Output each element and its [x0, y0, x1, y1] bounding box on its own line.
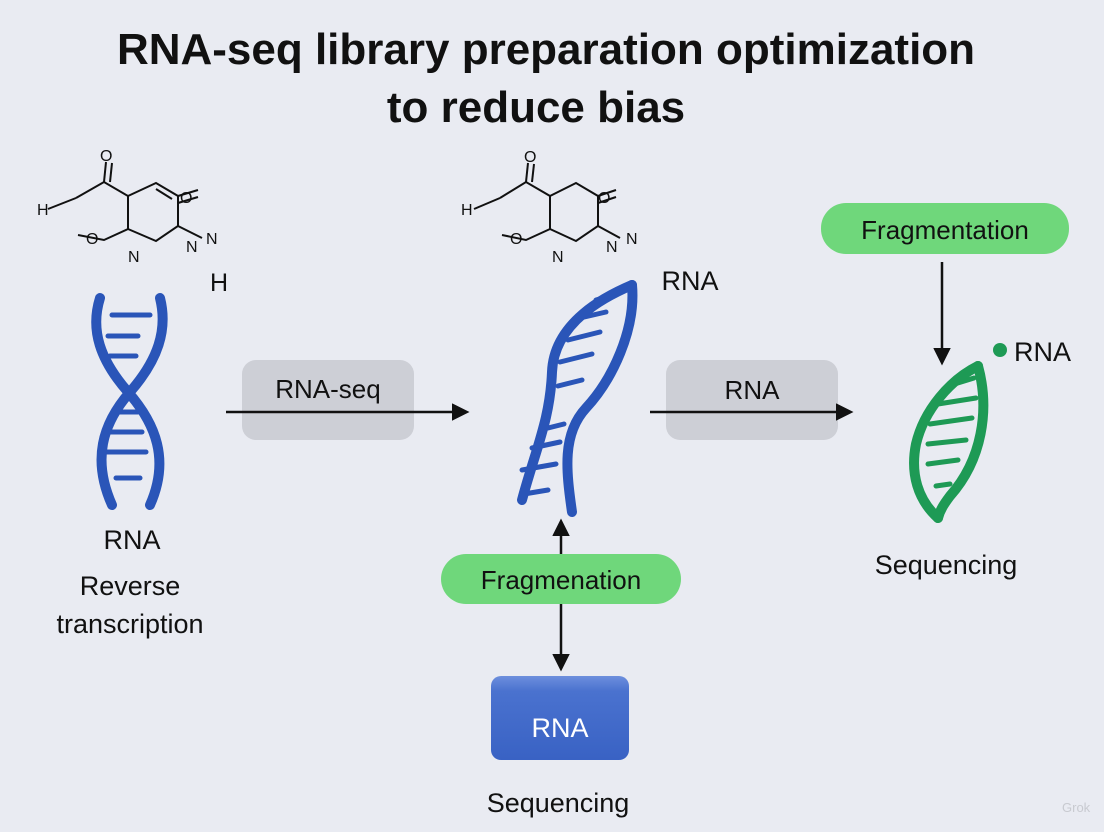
- middle-rna-box-label: RNA: [531, 713, 588, 743]
- right-rna-dot: [993, 343, 1007, 357]
- middle-helix-label: RNA: [661, 266, 718, 296]
- arrow2-label-pill: [666, 360, 838, 440]
- arrow1-label-pill: [242, 360, 414, 440]
- left-atom-h: H: [37, 202, 49, 219]
- middle-fragmentation-pill: [441, 554, 681, 604]
- arrow2-label: RNA: [725, 375, 781, 405]
- middle-atom-n2: N: [626, 231, 638, 248]
- middle-rna-helix: [517, 280, 638, 517]
- left-molecule-structure: [47, 161, 203, 243]
- left-rna-helix: [91, 293, 168, 510]
- middle-fragmentation-label: Fragmenation: [481, 565, 641, 595]
- left-atom-n-ring: N: [128, 249, 140, 266]
- left-atom-h-large: H: [210, 269, 228, 297]
- left-helix-label: RNA: [103, 525, 160, 555]
- title-line-1: RNA-seq library preparation optimization: [117, 25, 975, 74]
- middle-atom-o-right: O: [598, 190, 610, 207]
- right-rna-helix: [909, 361, 989, 523]
- left-caption-line-2: transcription: [56, 609, 203, 639]
- middle-atom-o-ring: O: [510, 231, 522, 248]
- right-fragmentation-pill: [821, 203, 1069, 254]
- middle-rna-box: [491, 676, 629, 760]
- middle-molecule-structure: [473, 162, 621, 243]
- left-atom-o-ring: O: [86, 231, 98, 248]
- arrow1-label: RNA-seq: [275, 374, 380, 404]
- right-fragmentation-label: Fragmentation: [861, 215, 1029, 245]
- left-caption-line-1: Reverse: [80, 571, 181, 601]
- middle-caption: Sequencing: [487, 788, 630, 818]
- left-atom-n1: N: [186, 239, 198, 256]
- left-atom-n2: N: [206, 231, 218, 248]
- right-helix-label: RNA: [1014, 337, 1071, 367]
- middle-atom-o-top: O: [524, 149, 536, 166]
- watermark: Grok: [1062, 800, 1091, 815]
- right-caption: Sequencing: [875, 550, 1018, 580]
- middle-atom-h: H: [461, 202, 473, 219]
- left-atom-o-right: O: [180, 190, 192, 207]
- left-atom-o-top: O: [100, 148, 112, 165]
- middle-atom-n1: N: [606, 239, 618, 256]
- middle-atom-n-ring: N: [552, 249, 564, 266]
- title-line-2: to reduce bias: [387, 83, 685, 132]
